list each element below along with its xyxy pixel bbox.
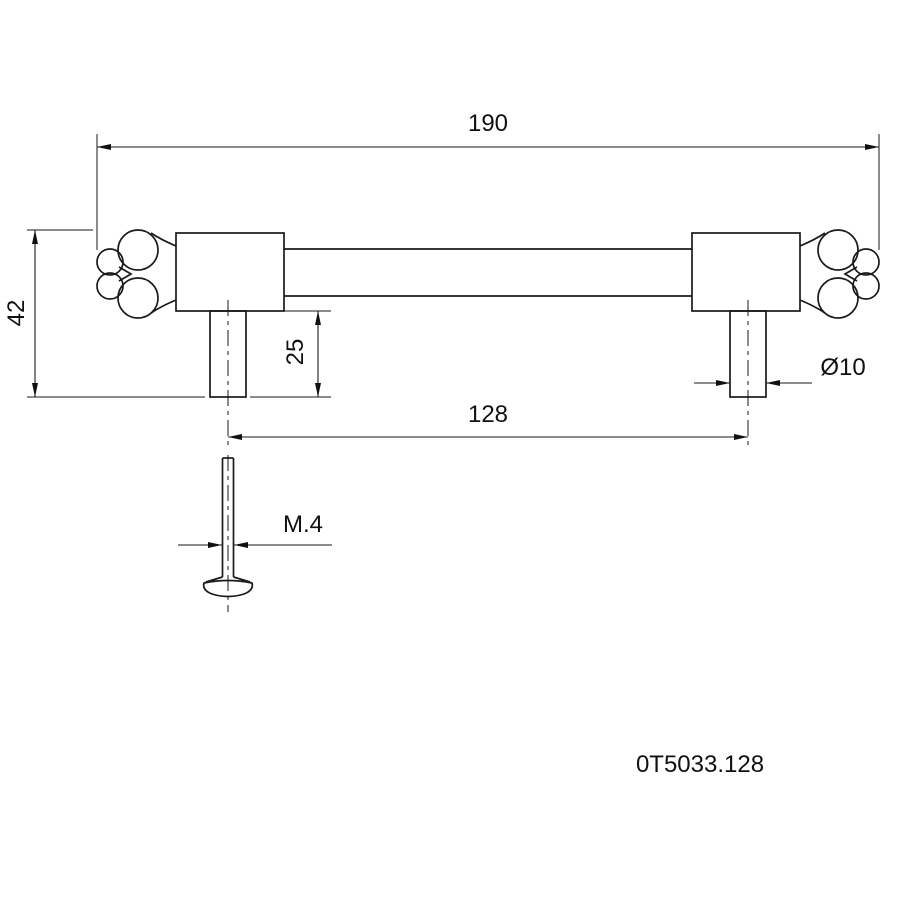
handle-body	[96, 229, 880, 450]
center-bar	[284, 248, 692, 297]
left-end-cap	[96, 229, 177, 319]
dim-post-length-label: 25	[282, 339, 309, 366]
part-number-label: 0T5033.128	[636, 751, 764, 778]
dimension-post-length: 25	[250, 310, 331, 398]
dim-overall-length-label: 190	[468, 110, 508, 137]
dim-screw-thread-label: M.4	[283, 511, 323, 538]
dimension-overall-length: 190	[96, 110, 880, 250]
dimension-screw-thread: M.4	[178, 511, 332, 548]
mounting-screw	[202, 455, 254, 612]
dim-height-label: 42	[3, 300, 30, 327]
dimension-post-diameter: Ø10	[694, 354, 866, 386]
dimension-height: 42	[3, 229, 205, 398]
right-mount-block	[691, 232, 801, 312]
right-end-cap	[799, 229, 880, 319]
dim-hole-spacing-label: 128	[468, 401, 508, 428]
dimension-hole-spacing: 128	[228, 401, 748, 440]
left-mount-block	[175, 232, 285, 312]
dim-post-diameter-label: Ø10	[820, 354, 865, 381]
